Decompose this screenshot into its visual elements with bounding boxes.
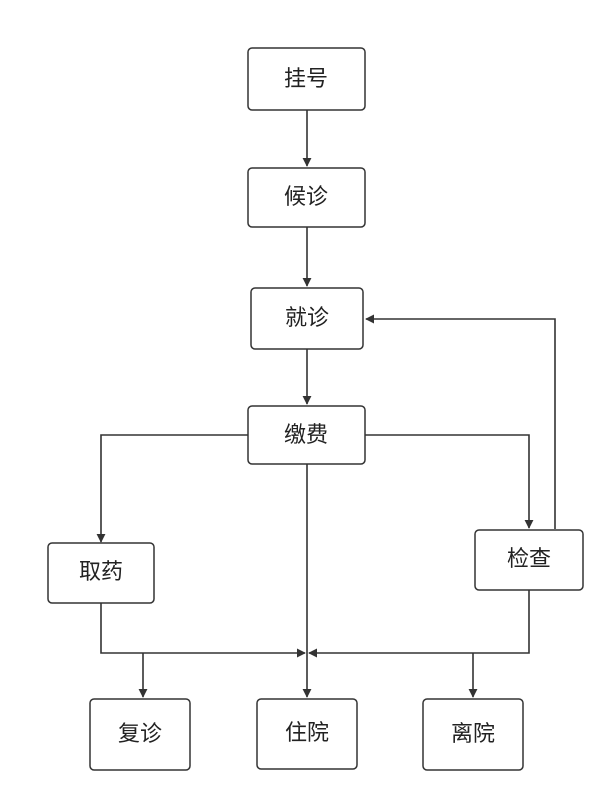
node-label: 取药 bbox=[79, 560, 123, 585]
node-label: 就诊 bbox=[285, 306, 329, 331]
node-label: 复诊 bbox=[118, 722, 162, 747]
node-label: 挂号 bbox=[284, 67, 328, 92]
node-quyao: 取药 bbox=[47, 542, 155, 604]
node-jiuzhen: 就诊 bbox=[250, 287, 364, 350]
edge-jiancha-jiuzhen bbox=[365, 314, 556, 529]
node-jiaofei: 缴费 bbox=[247, 405, 366, 465]
edge-jiaofei-quyao bbox=[96, 434, 248, 543]
edge-quyao-merge bbox=[100, 603, 306, 658]
edges bbox=[96, 110, 556, 698]
edge-jiancha-merge bbox=[308, 590, 530, 658]
node-liyuan: 离院 bbox=[422, 698, 524, 771]
node-label: 住院 bbox=[285, 721, 329, 746]
node-fuzhen: 复诊 bbox=[89, 698, 191, 771]
edge-jiaofei-jiancha bbox=[365, 434, 534, 529]
node-label: 离院 bbox=[451, 722, 495, 747]
node-guahao: 挂号 bbox=[247, 47, 366, 111]
node-label: 检查 bbox=[507, 547, 551, 572]
node-label: 候诊 bbox=[284, 185, 328, 210]
node-houzhen: 候诊 bbox=[247, 167, 366, 228]
node-jiancha: 检查 bbox=[474, 529, 584, 591]
node-label: 缴费 bbox=[284, 423, 328, 448]
node-zhuyuan: 住院 bbox=[256, 698, 358, 770]
